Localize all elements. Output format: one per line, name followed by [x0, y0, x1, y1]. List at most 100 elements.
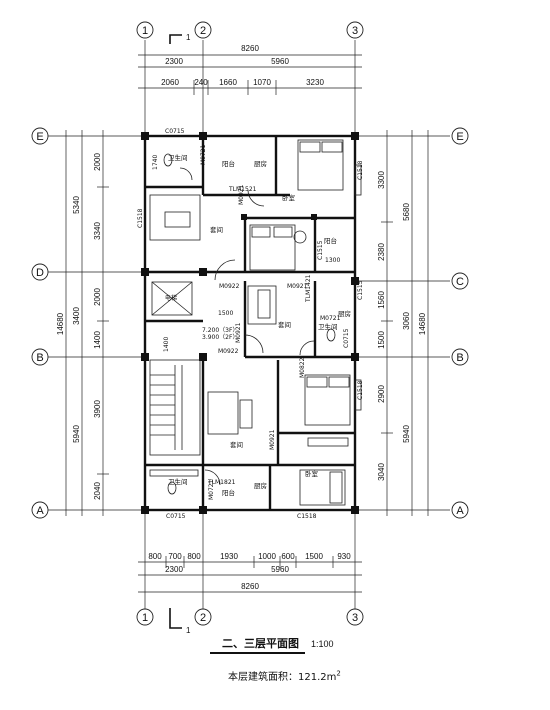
code-label: M0921	[287, 283, 308, 290]
code-label: 1740	[152, 155, 159, 170]
room-balcony-top: 阳台	[222, 159, 235, 168]
title-block: 二、三层平面图 1:100	[210, 634, 410, 654]
dim-left-outer-2: 3400	[72, 307, 81, 325]
code-label: C1515	[317, 240, 324, 260]
dim-left-inner-5: 3900	[93, 400, 102, 418]
dim-top-detail-2: 240	[194, 78, 208, 87]
dim-top-detail-5: 3230	[306, 78, 324, 87]
dim-bottom-detail-8: 930	[337, 552, 351, 561]
axis-right-a: A	[456, 505, 464, 517]
code-label: TLM1421	[305, 274, 312, 303]
plan-title: 二、三层平面图	[210, 635, 305, 654]
dim-right-inner-6: 3040	[377, 463, 386, 481]
dim-left-inner-1: 2000	[93, 153, 102, 171]
axis-left-b: B	[36, 352, 43, 364]
code-label: M0922	[218, 348, 239, 355]
room-balcony-bottom: 阳台	[222, 488, 235, 497]
level-a: 7.200（3F）	[202, 327, 238, 334]
code-label: C1518	[357, 160, 364, 180]
code-label: C0715	[343, 328, 350, 348]
room-balcony-mid: 阳台	[324, 236, 337, 245]
dim-bottom-detail-5: 1000	[258, 552, 276, 561]
dim-bottom-mid-2: 5960	[271, 565, 289, 574]
room-suite-mid: 套间	[278, 320, 291, 329]
dimension-lines	[48, 40, 450, 615]
dim-bottom-detail-6: 600	[281, 552, 295, 561]
code-label: C1518	[137, 208, 144, 228]
code-label: 1500	[218, 310, 233, 317]
dim-right-inner-1: 3300	[377, 171, 386, 189]
dim-left-inner-6: 2040	[93, 482, 102, 500]
code-label: M0721	[320, 315, 341, 322]
room-bath-bottom: 卫生间	[168, 477, 188, 486]
dim-left-inner-4: 1400	[93, 331, 102, 349]
room-kitchen-mid: 厨房	[338, 309, 351, 318]
code-label: C1518	[357, 380, 364, 400]
dim-left-total: 14680	[56, 312, 65, 335]
code-label: C0715	[166, 513, 186, 520]
dim-bottom-detail-2: 700	[168, 552, 182, 561]
room-bath-mid: 卫生间	[318, 322, 338, 331]
area-line: 本层建筑面积：121.2m2	[228, 668, 341, 683]
axis-bubbles	[31, 21, 469, 626]
code-label: M0721	[200, 144, 207, 165]
axis-right-e: E	[456, 131, 463, 143]
dim-right-inner-2: 2380	[377, 243, 386, 261]
code-label: M0822	[299, 357, 306, 378]
dim-left-outer-3: 5940	[72, 425, 81, 443]
axis-top-3: 3	[352, 25, 358, 37]
dim-right-total: 14680	[418, 312, 427, 335]
axis-top-2: 2	[200, 25, 206, 37]
section-mark-top: 1	[186, 33, 191, 42]
code-label: M0921	[269, 429, 276, 450]
dim-left-inner-2: 3340	[93, 222, 102, 240]
code-label: C0715	[165, 128, 185, 135]
dim-bottom-detail-7: 1500	[305, 552, 323, 561]
axis-left-d: D	[36, 267, 44, 279]
axis-bottom-1: 1	[142, 612, 148, 624]
axis-left-e: E	[36, 131, 43, 143]
code-label: TLM1821	[207, 479, 236, 486]
room-kitchen-bottom: 厨房	[254, 481, 267, 490]
furniture	[149, 139, 362, 506]
room-bedroom-bottom: 卧室	[305, 469, 319, 478]
code-label: 1400	[163, 337, 170, 352]
columns	[141, 132, 359, 514]
axis-left-a: A	[36, 505, 44, 517]
dim-bottom-detail-4: 1930	[220, 552, 238, 561]
dim-top-total: 8260	[241, 44, 259, 53]
code-label: 1300	[325, 257, 340, 264]
section-mark-bottom: 1	[186, 626, 191, 635]
dim-right-inner-4: 1500	[377, 331, 386, 349]
dim-top-mid-1: 2300	[165, 57, 183, 66]
dim-left-outer-1: 5340	[72, 196, 81, 214]
level-b: 3.900（2F）	[202, 334, 238, 341]
axis-right-c: C	[456, 276, 464, 288]
code-label: M0921	[235, 322, 242, 343]
axis-top-1: 1	[142, 25, 148, 37]
dim-top-detail-1: 2060	[161, 78, 179, 87]
dim-right-inner-5: 2900	[377, 385, 386, 403]
dim-left-inner-3: 2000	[93, 288, 102, 306]
axis-bottom-3: 3	[352, 612, 358, 624]
code-label: TLM1521	[228, 186, 257, 193]
room-kitchen-top: 厨房	[254, 159, 267, 168]
dim-bottom-total: 8260	[241, 582, 259, 591]
building-walls	[143, 134, 357, 512]
dim-top-detail-3: 1660	[219, 78, 237, 87]
dim-bottom-detail-1: 800	[148, 552, 162, 561]
code-label: M0721	[208, 479, 215, 500]
plan-scale: 1:100	[311, 639, 334, 649]
section-mark	[169, 34, 182, 629]
dim-right-inner-3: 1560	[377, 291, 386, 309]
axis-bottom-2: 2	[200, 612, 206, 624]
area-label: 本层建筑面积：121.2m	[228, 672, 337, 683]
dim-right-outer-1: 5680	[402, 203, 411, 221]
room-bath-top: 卫生间	[168, 153, 188, 162]
room-bedroom-top: 卧室	[282, 193, 296, 202]
room-suite-bottom: 套间	[230, 440, 243, 449]
area-unit-sup: 2	[336, 669, 341, 678]
room-elevator: 电梯	[165, 294, 177, 302]
dim-top-detail-4: 1070	[253, 78, 271, 87]
